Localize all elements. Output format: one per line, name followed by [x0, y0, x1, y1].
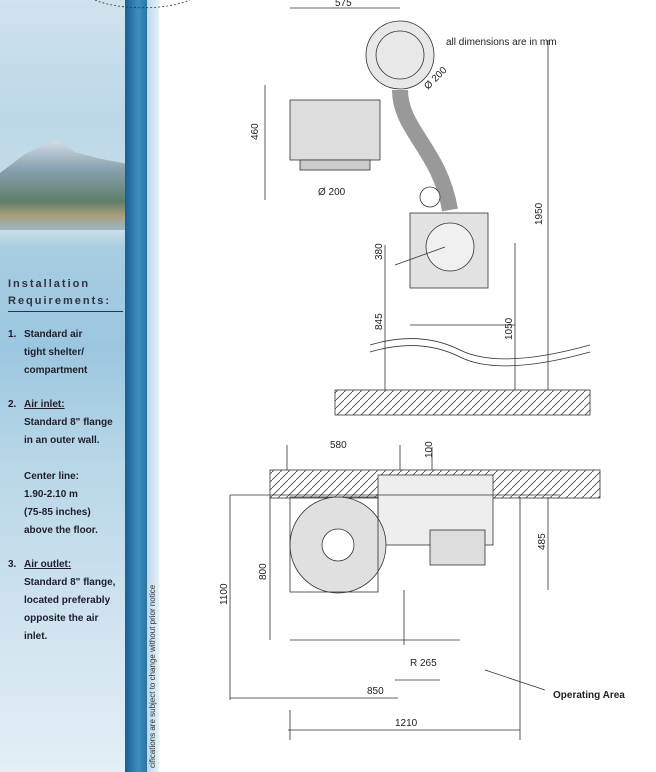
dim-1210: 1210 — [395, 718, 418, 729]
dim-1100: 1100 — [219, 583, 230, 605]
dim-380: 380 — [374, 243, 385, 260]
dim-dia-200-filter: Ø 200 — [318, 187, 346, 198]
dim-1050: 1050 — [504, 317, 515, 340]
dim-845: 845 — [374, 313, 385, 330]
dim-100: 100 — [424, 441, 435, 458]
dim-460: 460 — [250, 123, 261, 140]
dim-850: 850 — [367, 686, 384, 697]
units-note: all dimensions are in mm — [446, 37, 557, 48]
dim-1950: 1950 — [534, 202, 545, 225]
dim-580: 580 — [330, 440, 347, 451]
requirement-3: 3.Air outlet:Standard 8" flange,located … — [8, 559, 116, 642]
dim-r265: R 265 — [410, 658, 437, 669]
decorative-stripe — [125, 0, 147, 772]
dim-485: 485 — [537, 533, 548, 550]
operating-area-label: Operating Area — [553, 690, 625, 701]
dim-575: 575 — [335, 0, 352, 9]
decorative-stripe-light — [147, 0, 159, 772]
lake-photo-panel — [0, 0, 125, 772]
dim-800: 800 — [258, 563, 269, 580]
